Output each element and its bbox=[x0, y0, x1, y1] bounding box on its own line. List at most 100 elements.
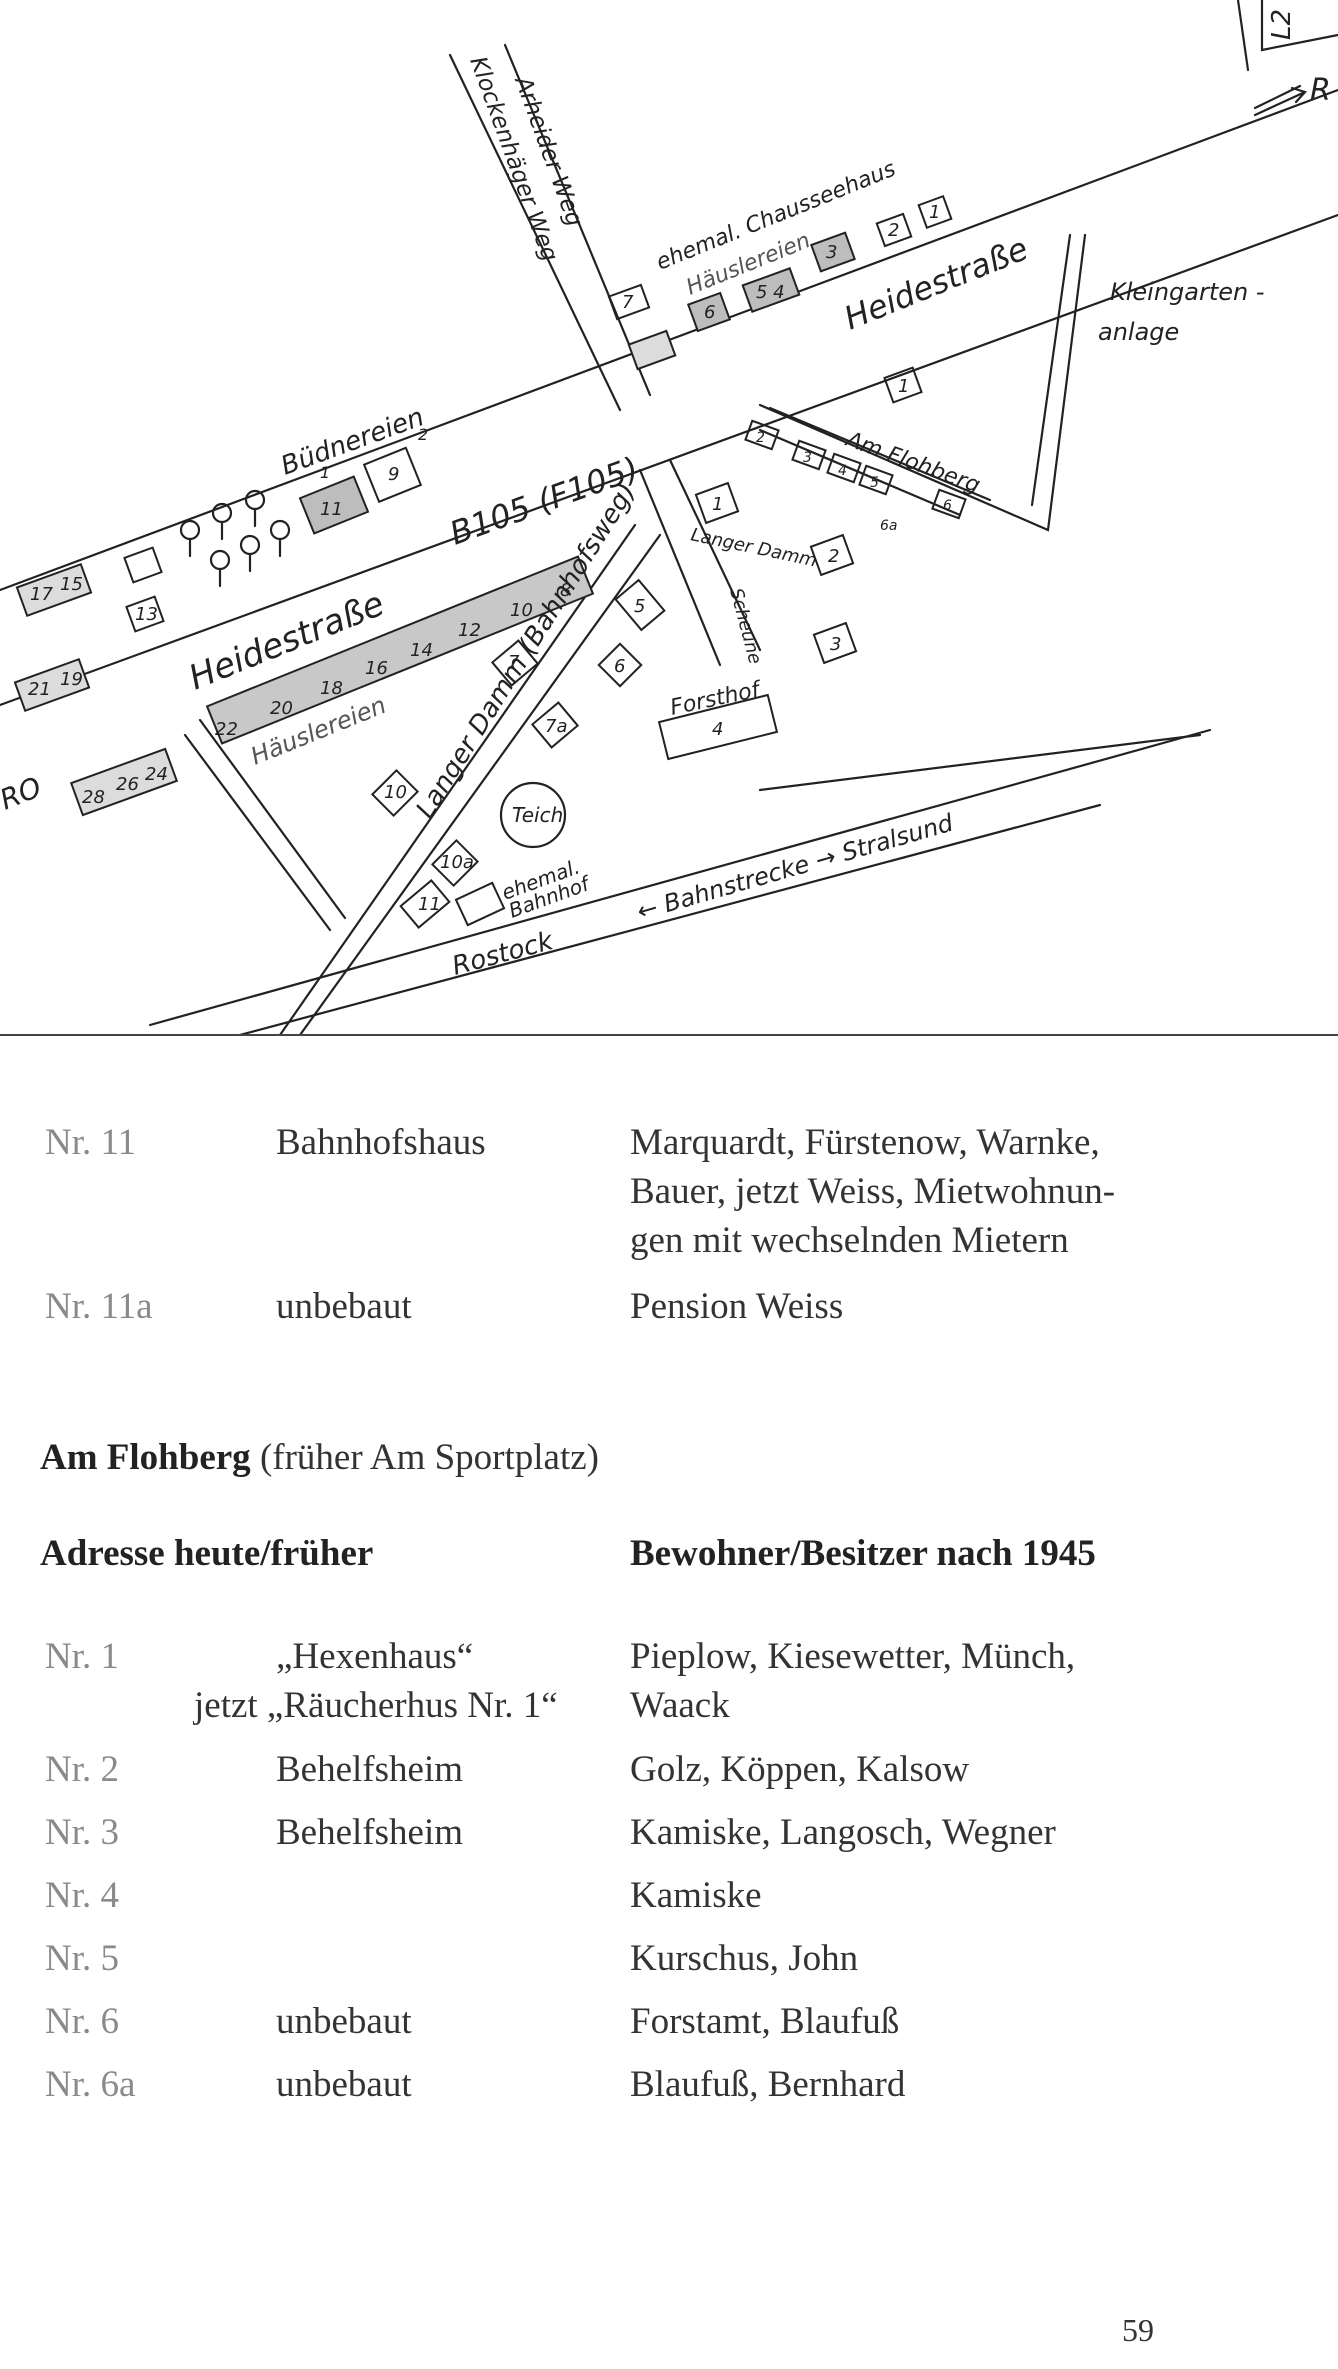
box-9: 9 bbox=[388, 464, 399, 485]
box-14: 14 bbox=[410, 640, 433, 661]
klockenhaeger-weg-right bbox=[503, 43, 652, 397]
box-d11: 11 bbox=[418, 894, 441, 915]
box-13: 13 bbox=[135, 604, 158, 625]
building-name: Behelfsheim bbox=[276, 1749, 464, 1790]
residents-line: Waack bbox=[630, 1685, 730, 1726]
box-n2: 2 bbox=[418, 425, 428, 444]
residents-line: Marquardt, Fürstenow, Warnke, bbox=[630, 1122, 1100, 1163]
address-number: Nr. 2 bbox=[45, 1749, 119, 1790]
column-header-address: Adresse heute/früher bbox=[40, 1532, 373, 1575]
box-6: 6 bbox=[704, 302, 715, 323]
header-initial: Ad bbox=[40, 1533, 88, 1574]
box-fh4: 4 bbox=[712, 719, 723, 740]
box-2: 2 bbox=[888, 220, 899, 241]
box-f2: 2 bbox=[756, 430, 765, 446]
hand-drawn-map: L2 R Arheider Weg Klockenhäger Weg ehema… bbox=[0, 0, 1338, 1035]
residents-line: Pension Weiss bbox=[630, 1286, 844, 1327]
box-8: 8 bbox=[560, 580, 571, 601]
residents: Golz, Köppen, Kalsow bbox=[630, 1749, 970, 1790]
box-22: 22 bbox=[215, 719, 238, 740]
section-title: Am Flohberg (früher Am Sportplatz) bbox=[40, 1436, 599, 1479]
header-address-text: resse heute/früher bbox=[87, 1533, 374, 1574]
map-label-r: R bbox=[1310, 73, 1331, 108]
address-number: Nr. 11a bbox=[45, 1286, 153, 1327]
residents: Pension Weiss bbox=[630, 1282, 1190, 1331]
map-label-heidestrasse-right: Heidestraße bbox=[839, 229, 1034, 337]
box-7: 7 bbox=[622, 292, 634, 313]
langer-damm-road-b bbox=[278, 523, 637, 1035]
box-l1: 1 bbox=[712, 494, 723, 515]
box-f4: 4 bbox=[838, 463, 847, 479]
address-number: Nr. 5 bbox=[45, 1938, 119, 1979]
address-number: Nr. 1 bbox=[45, 1636, 119, 1677]
railway-upper bbox=[148, 728, 1212, 1027]
box-d6: 6 bbox=[614, 656, 625, 677]
residents: Kurschus, John bbox=[630, 1938, 859, 1979]
box-10: 10 bbox=[510, 600, 533, 621]
map-label-am-flohberg: Am Flohberg bbox=[841, 426, 983, 498]
residents: Kamiske, Langosch, Wegner bbox=[630, 1812, 1056, 1853]
residents: Marquardt, Fürstenow, Warnke, Bauer, jet… bbox=[630, 1118, 1190, 1265]
section-title-initial: A bbox=[40, 1437, 67, 1478]
teich-circle bbox=[499, 781, 567, 849]
box-f6a: 6a bbox=[880, 518, 898, 534]
map-sketch: L2 R Arheider Weg Klockenhäger Weg ehema… bbox=[0, 0, 1338, 1035]
box-f6: 6 bbox=[943, 498, 952, 514]
residents-line: Pieplow, Kiesewetter, Münch, bbox=[630, 1636, 1076, 1677]
map-label-kleingarten-1: Kleingarten - bbox=[1110, 278, 1265, 306]
map-label-scheune: Scheune bbox=[725, 586, 765, 666]
box-1: 1 bbox=[929, 202, 940, 223]
map-label-ro: RO bbox=[0, 770, 46, 816]
address-number: Nr. 11 bbox=[45, 1122, 137, 1163]
box-19: 19 bbox=[60, 669, 83, 690]
building-name: unbebaut bbox=[276, 2001, 412, 2042]
box-l2: 2 bbox=[828, 546, 839, 567]
box-f5: 5 bbox=[870, 475, 879, 491]
residents-line: gen mit wechselnden Mietern bbox=[630, 1220, 1069, 1261]
page-number: 59 bbox=[1122, 2312, 1154, 2348]
box-15: 15 bbox=[60, 574, 83, 595]
kleingarten-boundary bbox=[758, 233, 1087, 532]
map-label-forsthof: Forsthof bbox=[668, 677, 765, 721]
building-name: unbebaut bbox=[276, 2064, 412, 2105]
box-1-right: 1 bbox=[898, 376, 909, 397]
box-l3: 3 bbox=[830, 634, 841, 655]
map-label-langer-damm-small: Langer Damm bbox=[689, 524, 819, 571]
building-name: „Hexenhaus“ bbox=[276, 1636, 474, 1677]
address-number: Nr. 6 bbox=[45, 2001, 119, 2042]
map-label-l2x: L2 bbox=[1267, 9, 1297, 40]
box-d7a: 7a bbox=[545, 716, 567, 737]
box-20: 20 bbox=[270, 698, 293, 719]
address-number: Nr. 6a bbox=[45, 2064, 136, 2105]
box-24: 24 bbox=[145, 764, 168, 785]
box-12: 12 bbox=[458, 620, 481, 641]
residents: Kamiske bbox=[630, 1875, 762, 1916]
building-name: Behelfsheim bbox=[276, 1812, 464, 1853]
box-18: 18 bbox=[320, 678, 343, 699]
railway-lower bbox=[238, 803, 1102, 1035]
column-header-residents: Bewohner/Besitzer nach 1945 bbox=[630, 1533, 1096, 1574]
residents: Forstamt, Blaufuß bbox=[630, 2001, 900, 2042]
box-d7: 7 bbox=[508, 652, 520, 673]
box-17: 17 bbox=[30, 584, 53, 605]
residents-line: Bauer, jetzt Weiss, Mietwohnun- bbox=[630, 1171, 1116, 1212]
box-d10: 10 bbox=[384, 782, 407, 803]
residents: Pieplow, Kiesewetter, Münch, Waack bbox=[630, 1632, 1190, 1730]
box-11: 11 bbox=[320, 499, 343, 520]
section-title-note: (früher Am Sportplatz) bbox=[250, 1437, 600, 1478]
map-label-kleingarten-2: anlage bbox=[1098, 318, 1179, 346]
box-d10a: 10a bbox=[440, 852, 474, 873]
building-name: Bahnhofshaus bbox=[276, 1122, 486, 1163]
building-name-secondary: jetzt „Räucherhus Nr. 1“ bbox=[194, 1685, 558, 1726]
map-label-bahnstrecke: ← Bahnstrecke → Stralsund bbox=[634, 808, 957, 925]
box-16: 16 bbox=[365, 658, 388, 679]
am-flohberg-street bbox=[768, 406, 992, 502]
map-label-buednereien: Büdnereien bbox=[277, 402, 428, 481]
box-f3: 3 bbox=[803, 450, 812, 466]
residents: Blaufuß, Bernhard bbox=[630, 2064, 906, 2105]
address-number: Nr. 4 bbox=[45, 1875, 119, 1916]
box-28: 28 bbox=[82, 787, 105, 808]
building-name: unbebaut bbox=[276, 1286, 412, 1327]
box-21: 21 bbox=[28, 679, 51, 700]
map-label-rostock: Rostock bbox=[449, 926, 557, 982]
